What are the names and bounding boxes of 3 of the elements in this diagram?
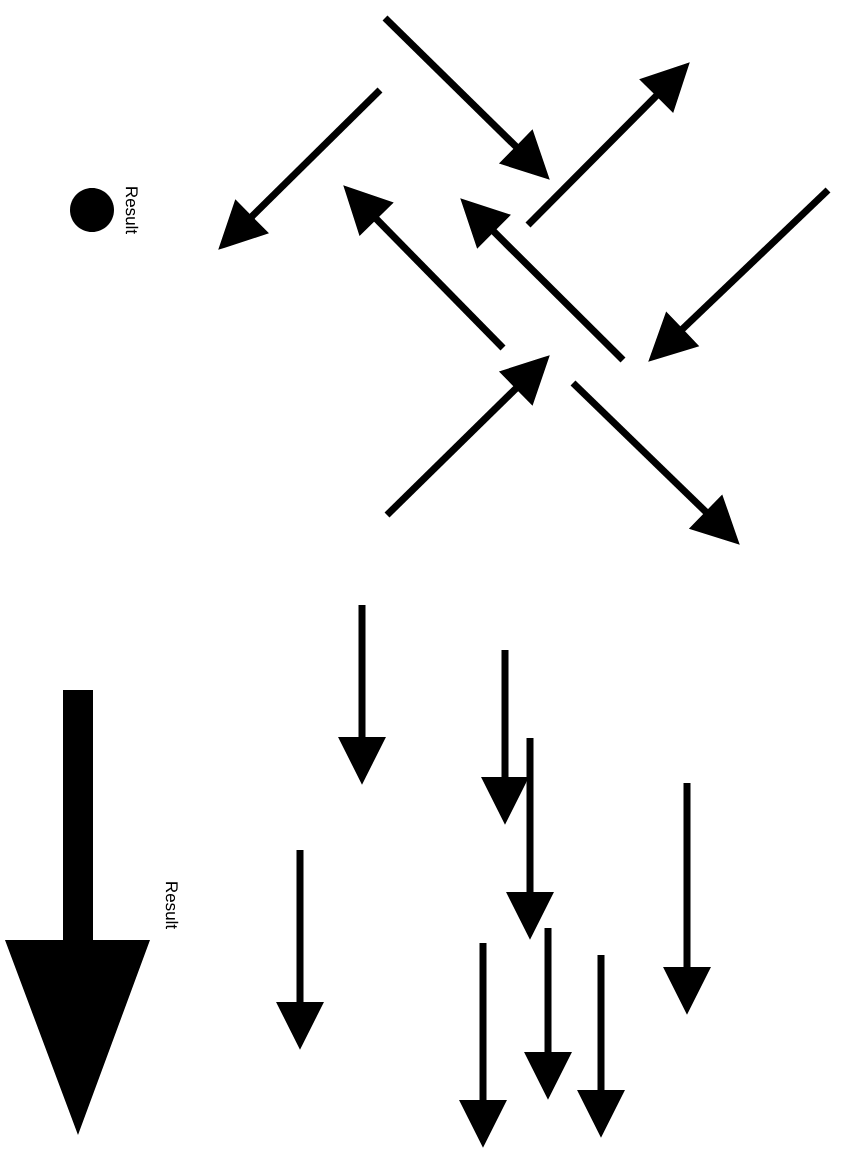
dot [70, 188, 114, 232]
result-label: Result [165, 882, 179, 929]
result-label: Result [125, 187, 139, 234]
